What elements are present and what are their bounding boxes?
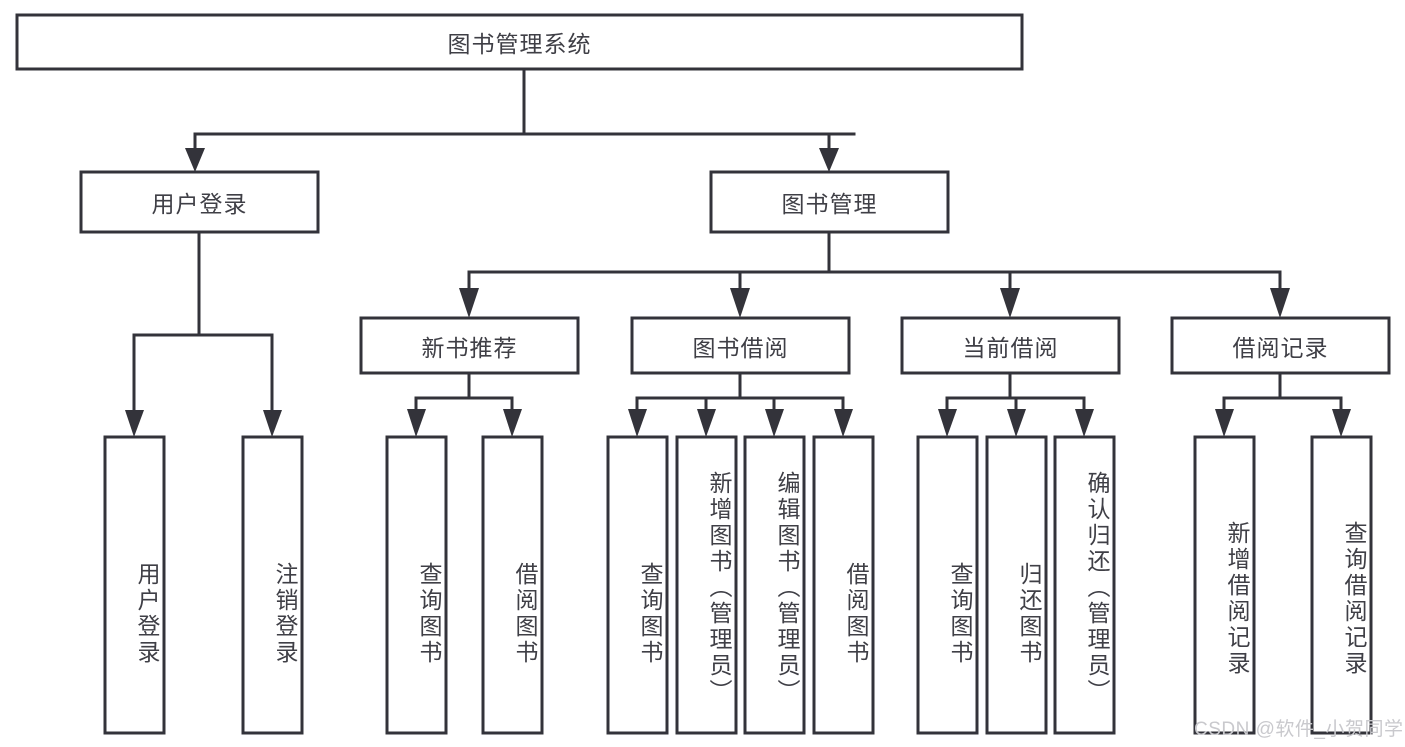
leaf-box-bookborrow-2[interactable] (675, 435, 738, 735)
leaf-box-newbook-1[interactable] (385, 435, 448, 735)
node-box-book-manage[interactable] (709, 170, 950, 234)
arrowhead-leaf-bookborrow-3 (765, 409, 784, 437)
arrowhead-user-login (185, 148, 205, 172)
leaf-box-user-login-2[interactable] (241, 435, 304, 735)
arrowhead-leaf-bookborrow-2 (697, 409, 716, 437)
arrowhead-leaf-newbook-2 (503, 409, 522, 437)
node-box-book-borrow[interactable] (630, 316, 851, 375)
node-box-new-book-recommend[interactable] (359, 316, 580, 375)
arrowhead-leaf-user-login-2 (263, 410, 282, 437)
arrowhead-leaf-borrowrecord-2 (1332, 409, 1351, 437)
node-box-root[interactable] (15, 13, 1024, 71)
leaf-box-bookborrow-4[interactable] (812, 435, 875, 735)
arrowhead-leaf-currentborrow-1 (938, 409, 957, 437)
node-box-user-login[interactable] (79, 170, 320, 234)
arrowhead-new-book-recommend (459, 288, 479, 318)
leaf-box-currentborrow-1[interactable] (916, 435, 979, 735)
arrowhead-borrow-record (1270, 288, 1290, 318)
arrowhead-leaf-bookborrow-1 (628, 409, 647, 437)
leaf-box-borrowrecord-2[interactable] (1310, 435, 1373, 735)
leaf-box-borrowrecord-1[interactable] (1193, 435, 1256, 735)
arrowhead-leaf-newbook-1 (407, 409, 426, 437)
leaf-box-currentborrow-3[interactable] (1053, 435, 1116, 735)
arrowhead-leaf-user-login-1 (125, 410, 144, 437)
leaf-box-newbook-2[interactable] (481, 435, 544, 735)
leaf-box-user-login-1[interactable] (103, 435, 166, 735)
leaf-box-bookborrow-3[interactable] (743, 435, 806, 735)
leaf-box-bookborrow-1[interactable] (606, 435, 669, 735)
node-box-current-borrow[interactable] (900, 316, 1121, 375)
leaf-box-currentborrow-2[interactable] (985, 435, 1048, 735)
arrowhead-leaf-borrowrecord-1 (1215, 409, 1234, 437)
node-box-borrow-record[interactable] (1170, 316, 1391, 375)
arrowhead-leaf-currentborrow-3 (1075, 409, 1094, 437)
arrowhead-current-borrow (1000, 288, 1020, 318)
arrowhead-leaf-currentborrow-2 (1007, 409, 1026, 437)
arrowhead-book-manage (819, 148, 839, 172)
arrowhead-leaf-bookborrow-4 (834, 409, 853, 437)
arrowhead-book-borrow (730, 288, 750, 318)
